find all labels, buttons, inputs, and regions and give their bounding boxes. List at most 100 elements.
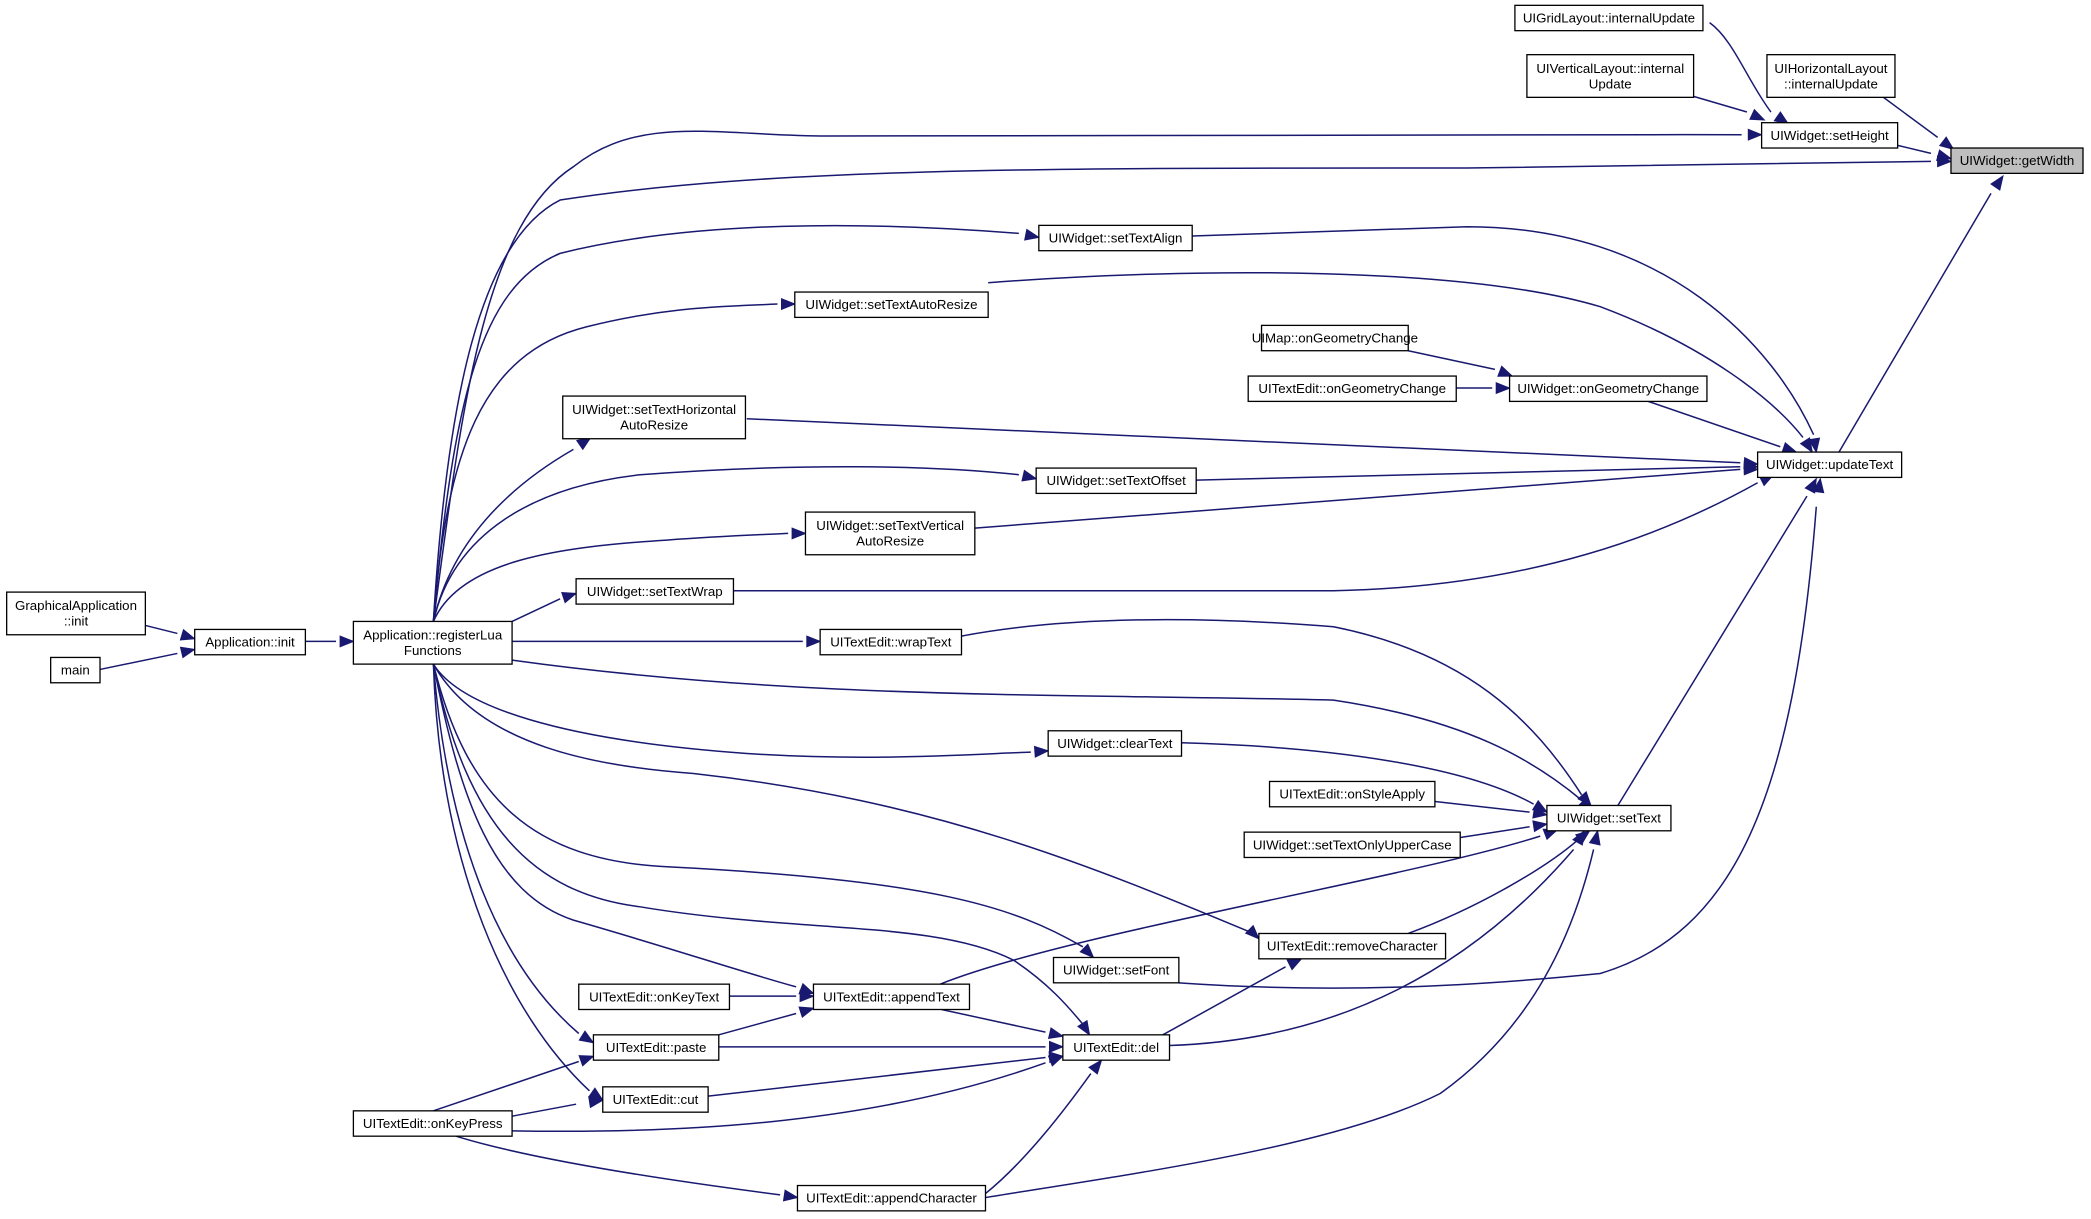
node-set-font[interactable]: UIWidget::setFont [1052, 956, 1180, 984]
node-label: UITextEdit::onGeometryChange [1258, 381, 1446, 396]
arrowhead [1077, 1019, 1091, 1036]
node-box [804, 511, 976, 556]
node-label: Application::init [205, 635, 295, 650]
node-ga-init[interactable]: GraphicalApplication::init [6, 591, 147, 636]
node-label: Update [1589, 76, 1632, 91]
node-on-key-text[interactable]: UITextEdit::onKeyText [578, 983, 731, 1011]
node-label: AutoResize [620, 418, 688, 433]
node-box [1760, 122, 1899, 149]
node-label: UIWidget::setTextOnlyUpperCase [1253, 837, 1452, 852]
call-edge [1435, 801, 1530, 812]
call-edge [1408, 351, 1495, 370]
node-cut[interactable]: UITextEdit::cut [602, 1086, 709, 1113]
node-box [1062, 1034, 1171, 1061]
arrowhead [1749, 108, 1766, 121]
node-set-height[interactable]: UIWidget::setHeight [1760, 122, 1899, 149]
call-edge [1648, 401, 1780, 446]
call-edge [708, 1058, 1045, 1097]
node-remove-char[interactable]: UITextEdit::removeCharacter [1258, 932, 1447, 960]
node-box [352, 620, 513, 665]
call-edge [985, 1074, 1090, 1194]
call-edge [433, 664, 1030, 757]
node-clear-text[interactable]: UIWidget::clearText [1047, 730, 1183, 757]
call-edge [145, 625, 177, 633]
node-box [575, 578, 735, 605]
node-set-text[interactable]: UIWidget::setText [1546, 804, 1672, 832]
call-edge [1408, 840, 1577, 933]
node-set-text-auto-resize[interactable]: UIWidget::setTextAutoResize [794, 291, 989, 319]
node-set-text-offset[interactable]: UIWidget::setTextOffset [1035, 467, 1197, 495]
node-main[interactable]: main [50, 656, 101, 684]
call-edge [100, 653, 177, 669]
call-edge [941, 1009, 1045, 1032]
arrowhead [791, 527, 807, 540]
node-box [1247, 375, 1457, 403]
call-edge [433, 304, 777, 621]
node-set-text-align[interactable]: UIWidget::setTextAlign [1038, 224, 1193, 252]
node-app-init[interactable]: Application::init [194, 628, 307, 656]
call-edge [961, 620, 1581, 795]
arrowhead [339, 635, 355, 648]
arrowhead [1497, 365, 1514, 377]
node-box [562, 395, 747, 440]
call-edge [988, 273, 1803, 438]
node-paste[interactable]: UITextEdit::paste [592, 1034, 720, 1061]
node-box [1514, 4, 1704, 32]
arrowhead [1937, 155, 1953, 168]
call-edge [512, 1104, 576, 1116]
node-box [1766, 54, 1896, 98]
call-edge [433, 664, 1253, 933]
node-label: UITextEdit::paste [606, 1040, 707, 1055]
arrowhead [1990, 174, 2004, 191]
arrowhead [1047, 1055, 1065, 1067]
node-on-key-press[interactable]: UITextEdit::onKeyPress [352, 1110, 513, 1137]
node-wrap-text[interactable]: UITextEdit::wrapText [819, 628, 963, 656]
call-edge [975, 469, 1740, 528]
node-label: ::internalUpdate [1784, 76, 1878, 91]
node-w-geom[interactable]: UIWidget::onGeometryChange [1508, 375, 1708, 403]
node-horz-update[interactable]: UIHorizontalLayout::internalUpdate [1766, 54, 1896, 98]
node-box [794, 291, 989, 319]
call-edge [433, 664, 796, 987]
node-set-text-upper[interactable]: UIWidget::setTextOnlyUpperCase [1243, 831, 1461, 859]
call-edge [433, 131, 1741, 621]
node-label: UITextEdit::del [1073, 1040, 1159, 1055]
call-edge [1692, 96, 1747, 112]
node-box [6, 591, 147, 636]
call-edge [719, 1013, 796, 1034]
node-del[interactable]: UITextEdit::del [1062, 1034, 1171, 1061]
arrowhead [578, 1055, 595, 1067]
node-te-geom[interactable]: UITextEdit::onGeometryChange [1247, 375, 1457, 403]
node-label: UITextEdit::appendText [823, 989, 960, 1004]
call-edge [433, 467, 1018, 622]
arrowhead [588, 1096, 605, 1109]
node-append-char[interactable]: UITextEdit::appendCharacter [796, 1184, 987, 1212]
call-edge [433, 664, 1082, 1024]
arrowhead [561, 592, 578, 604]
node-label: UIWidget::getWidth [1960, 153, 2075, 168]
node-map-geom[interactable]: UIMap::onGeometryChange [1252, 324, 1418, 352]
node-label: UIWidget::setHeight [1771, 128, 1890, 143]
node-box [812, 983, 971, 1011]
call-edge [1882, 96, 1938, 137]
node-label: UITextEdit::onKeyPress [363, 1116, 503, 1131]
call-edge [940, 836, 1540, 984]
node-label: UITextEdit::onKeyText [589, 989, 719, 1004]
call-edge [433, 664, 578, 1033]
node-label: Application::registerLua [363, 628, 503, 643]
node-box [819, 628, 963, 656]
node-box [194, 628, 307, 656]
node-label: UIWidget::setText [1557, 811, 1661, 826]
node-update-text[interactable]: UIWidget::updateText [1756, 451, 1903, 479]
arrowhead [1588, 829, 1601, 846]
node-vert-update[interactable]: UIVerticalLayout::internalUpdate [1526, 54, 1695, 98]
node-label: UIHorizontalLayout [1774, 61, 1887, 76]
node-grid-update[interactable]: UIGridLayout::internalUpdate [1514, 4, 1704, 32]
node-set-text-wrap[interactable]: UIWidget::setTextWrap [575, 578, 735, 605]
node-style-apply[interactable]: UITextEdit::onStyleApply [1268, 780, 1436, 808]
node-append-text[interactable]: UITextEdit::appendText [812, 983, 971, 1011]
